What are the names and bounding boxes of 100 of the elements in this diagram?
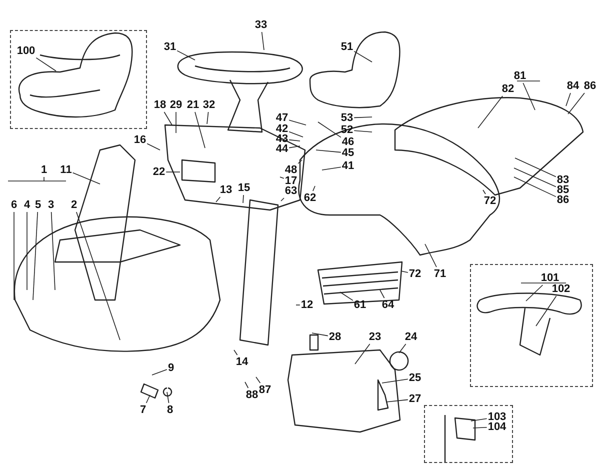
leader-line xyxy=(312,332,328,336)
leader-line xyxy=(470,418,488,422)
leader-line xyxy=(288,131,304,138)
leader-line xyxy=(522,82,536,110)
leader-line xyxy=(76,212,120,340)
callout-number: 25 xyxy=(408,372,422,384)
callout-number: 42 xyxy=(276,123,288,135)
callout-number: 71 xyxy=(434,268,446,280)
callout-number: 72 xyxy=(484,195,496,207)
inset-frame xyxy=(10,30,147,129)
callout-number: 82 xyxy=(502,83,514,95)
leader-line xyxy=(288,139,300,142)
leader-line xyxy=(244,382,249,388)
leader-line xyxy=(280,198,284,202)
callout-number: 14 xyxy=(236,356,248,368)
callout-number: 9 xyxy=(168,362,174,374)
leader-line xyxy=(514,158,556,178)
leader-line xyxy=(568,92,585,114)
leader-line xyxy=(354,130,372,132)
leader-line xyxy=(280,176,284,179)
callout-number: 48 xyxy=(284,164,298,176)
leader-line xyxy=(354,116,372,118)
callout-number: 61 xyxy=(354,299,366,311)
callout-number: 47 xyxy=(276,112,288,124)
callout-number: 18 xyxy=(154,99,166,111)
callout-number: 29 xyxy=(170,99,182,111)
leader-line xyxy=(166,392,170,404)
leader-line xyxy=(32,212,38,300)
leader-line xyxy=(536,296,557,326)
callout-number: 101 xyxy=(540,272,560,284)
callout-number: 31 xyxy=(164,41,176,53)
callout-number: 13 xyxy=(220,184,232,196)
callout-number: 7 xyxy=(140,404,146,416)
inset-frame xyxy=(424,405,513,463)
leader-line xyxy=(316,150,342,153)
callout-number: 28 xyxy=(328,331,342,343)
callout-number: 17 xyxy=(284,175,298,187)
callout-number: 51 xyxy=(340,41,354,53)
callout-number: 21 xyxy=(186,99,200,111)
leader-line xyxy=(478,96,503,128)
callout-number: 104 xyxy=(488,421,506,433)
leader-line xyxy=(152,369,168,376)
callout-number: 24 xyxy=(404,331,418,343)
callout-number: 32 xyxy=(202,99,216,111)
callout-number: 2 xyxy=(70,199,78,211)
leader-line xyxy=(261,32,264,50)
callout-number: 15 xyxy=(238,182,250,194)
callout-number: 8 xyxy=(166,404,174,416)
leader-line xyxy=(398,344,406,354)
callout-number: 46 xyxy=(342,136,354,148)
leader-line xyxy=(380,290,385,298)
callout-number: 4 xyxy=(24,199,30,211)
callout-number: 3 xyxy=(48,199,54,211)
leader-line xyxy=(482,190,486,194)
callout-number: 84 xyxy=(566,80,580,92)
callout-number: 88 xyxy=(246,389,258,401)
inset-frame xyxy=(470,264,593,387)
leader-line xyxy=(298,160,302,164)
callout-number: 72 xyxy=(408,268,422,280)
leader-line xyxy=(566,92,571,106)
leader-line xyxy=(164,112,172,126)
leader-line xyxy=(256,376,261,384)
leader-line xyxy=(176,50,196,60)
leader-line xyxy=(514,176,556,198)
leader-line xyxy=(312,186,316,192)
leader-line xyxy=(194,112,206,148)
leader-line xyxy=(288,120,306,126)
leader-line xyxy=(234,350,238,356)
leader-line xyxy=(146,394,150,404)
callout-number: 27 xyxy=(408,393,422,405)
leader-line xyxy=(26,212,28,290)
callout-number: 83 xyxy=(556,174,570,186)
callout-number: 64 xyxy=(382,299,394,311)
callout-number: 6 xyxy=(10,199,18,211)
leader-line xyxy=(318,122,342,138)
leader-line xyxy=(36,57,56,72)
callout-number: 5 xyxy=(34,199,42,211)
callout-number: 22 xyxy=(152,166,166,178)
leader-line xyxy=(72,172,100,184)
leader-line xyxy=(296,304,300,306)
callout-number: 100 xyxy=(16,45,36,57)
leader-line xyxy=(424,244,437,268)
leader-line xyxy=(288,146,300,148)
callout-number: 102 xyxy=(552,283,570,295)
leader-line xyxy=(526,284,544,302)
leader-line xyxy=(322,166,342,170)
callout-number: 23 xyxy=(368,331,382,343)
callout-number: 81 xyxy=(514,70,526,82)
callout-number: 44 xyxy=(276,143,288,155)
callout-number: 33 xyxy=(254,19,268,31)
callout-number: 62 xyxy=(304,192,316,204)
callout-number: 85 xyxy=(556,184,570,196)
callout-number: 11 xyxy=(60,164,72,176)
leader-line xyxy=(354,50,372,62)
leader-line xyxy=(400,270,408,273)
leader-line xyxy=(216,196,221,202)
callout-number: 45 xyxy=(342,147,354,159)
leader-line xyxy=(386,399,408,402)
callout-number: 41 xyxy=(342,160,354,172)
callout-number: 103 xyxy=(488,411,506,423)
